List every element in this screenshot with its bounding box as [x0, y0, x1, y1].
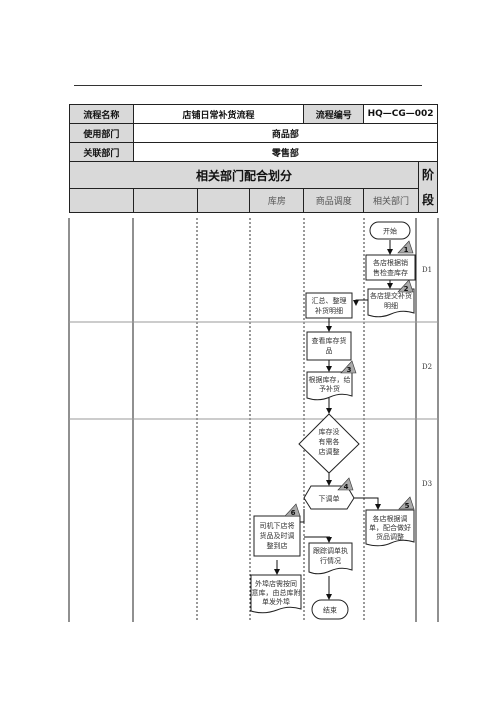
step-number-6: 6 — [291, 509, 296, 517]
stage-header: 阶 段 — [417, 161, 439, 213]
lane-header-related-dept: 相关部门 — [363, 188, 419, 213]
decision-line-1: 库存没 — [319, 427, 340, 436]
decision-line-2: 有需各 — [319, 437, 340, 446]
check-stock-line-2: 品 — [326, 347, 333, 355]
step-marker-3 — [340, 360, 357, 374]
lane-header-dispatch: 商品调度 — [303, 188, 365, 213]
process-name-label: 流程名称 — [69, 104, 134, 124]
check-stock-process — [306, 331, 352, 361]
outside-line-1: 外埠店需按同 — [255, 579, 297, 588]
step-number-2: 2 — [404, 285, 409, 293]
store-adjust-line-1: 各店根据调 — [373, 514, 408, 523]
step-marker-1 — [397, 240, 414, 254]
lane-header-warehouse: 库房 — [249, 188, 305, 213]
driver-line-1: 司机下店将 — [260, 521, 295, 530]
step-marker-5 — [398, 496, 415, 510]
replenish-document — [306, 371, 353, 401]
check-stock-line-1: 查看库存货 — [312, 336, 347, 345]
lane-header-2 — [132, 188, 198, 213]
step-number-3: 3 — [347, 366, 352, 374]
step-marker-6 — [284, 503, 301, 517]
outside-line-3: 单发外埠 — [262, 597, 290, 606]
track-line-1: 跟踪调单执 — [313, 546, 348, 555]
step-marker-2 — [397, 279, 414, 293]
stock-decision — [298, 413, 360, 474]
replenish-line-1: 根据库存，给 — [309, 375, 351, 384]
step-markers: 1 2 3 4 5 6 — [284, 240, 415, 517]
track-document — [308, 542, 353, 575]
driver-line-2: 货品及时调 — [260, 531, 295, 540]
stage-d1: D1 — [422, 266, 432, 274]
store-adjust-line-2: 单，配合做好 — [369, 523, 411, 532]
outside-line-2: 意库，由总库附 — [252, 588, 301, 597]
top-rule — [74, 85, 422, 86]
store-adjust-line-3: 货品调整 — [376, 532, 404, 541]
order-label: 下调单 — [319, 494, 340, 503]
user-dept-label: 使用部门 — [69, 123, 134, 143]
store-check-process — [365, 254, 416, 281]
stage-header-line-1: 阶 — [421, 168, 434, 182]
summarize-process — [305, 292, 353, 319]
track-line-2: 行情况 — [320, 556, 341, 565]
step-number-4: 4 — [344, 483, 349, 491]
connectors — [274, 240, 393, 600]
step-number-1: 1 — [404, 246, 409, 254]
outside-store-document — [250, 574, 302, 614]
decision-line-3: 店调整 — [319, 447, 340, 456]
lane-dividers — [196, 218, 365, 622]
summarize-line-1: 汇总、整理 — [312, 296, 347, 305]
process-header-table: 流程名称 店铺日常补货流程 流程编号 HQ—CG—002 使用部门 商品部 关联… — [69, 104, 439, 213]
order-step — [303, 485, 355, 510]
summarize-line-2: 补货明细 — [315, 306, 343, 315]
store-submit-line-2: 明细 — [384, 301, 398, 310]
store-adjust-document — [365, 509, 415, 547]
stage-separators — [69, 321, 438, 420]
store-check-line-2: 售检查库存 — [373, 268, 408, 277]
store-submit-line-1: 各店提交补货 — [370, 291, 412, 300]
driver-line-3: 整到店 — [267, 541, 288, 550]
driver-process — [253, 515, 301, 557]
lane-header-3 — [196, 188, 251, 213]
stage-header-line-2: 段 — [421, 193, 434, 207]
division-title: 相关部门配合划分 — [69, 161, 419, 189]
related-dept-label: 关联部门 — [69, 142, 134, 162]
lane-header-1 — [69, 188, 134, 213]
store-check-line-1: 各店根据销 — [373, 258, 408, 267]
step-number-5: 5 — [405, 502, 410, 510]
lane-borders — [68, 218, 439, 622]
step-marker-4 — [337, 477, 354, 491]
end-terminal — [311, 599, 349, 620]
store-submit-document — [367, 288, 415, 318]
stage-d3: D3 — [422, 480, 432, 488]
replenish-line-2: 予补货 — [319, 384, 340, 393]
stage-d2: D2 — [422, 363, 432, 371]
start-terminal — [369, 221, 411, 240]
start-label: 开始 — [383, 227, 397, 236]
end-label: 结束 — [323, 606, 337, 615]
